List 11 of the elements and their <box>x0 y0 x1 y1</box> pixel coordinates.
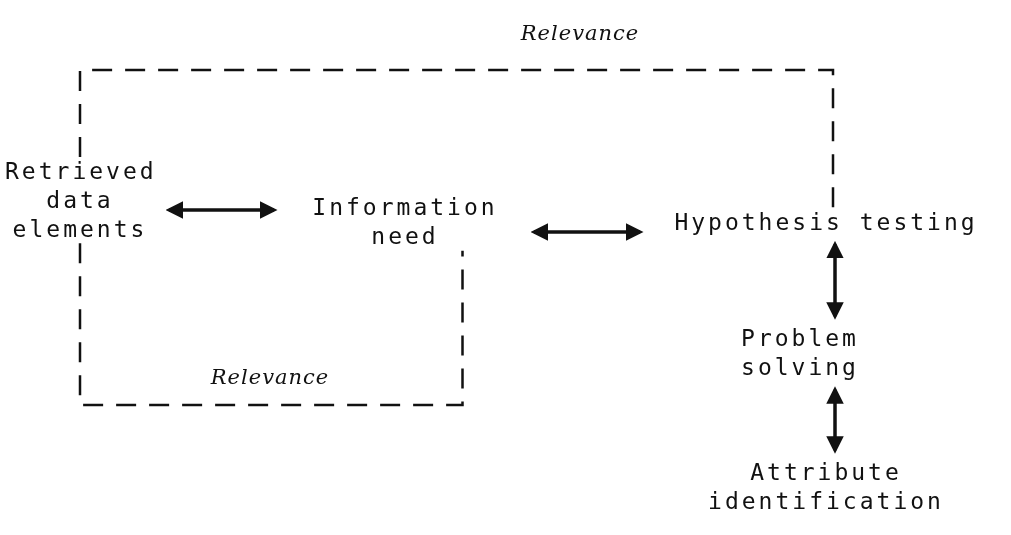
double-arrow <box>826 240 844 320</box>
node-label: Hypothesis testing <box>673 207 979 237</box>
dashed-connector <box>78 68 835 208</box>
double-arrow <box>826 386 844 454</box>
node-label: Information need <box>311 193 499 251</box>
dashed-connector <box>78 243 464 407</box>
node-label: Attribute identification <box>707 458 945 516</box>
node-label: Problem solving <box>740 324 860 382</box>
double-arrow <box>165 201 278 219</box>
node-label: Retrieved data elements <box>5 156 155 244</box>
double-arrow <box>530 223 644 241</box>
